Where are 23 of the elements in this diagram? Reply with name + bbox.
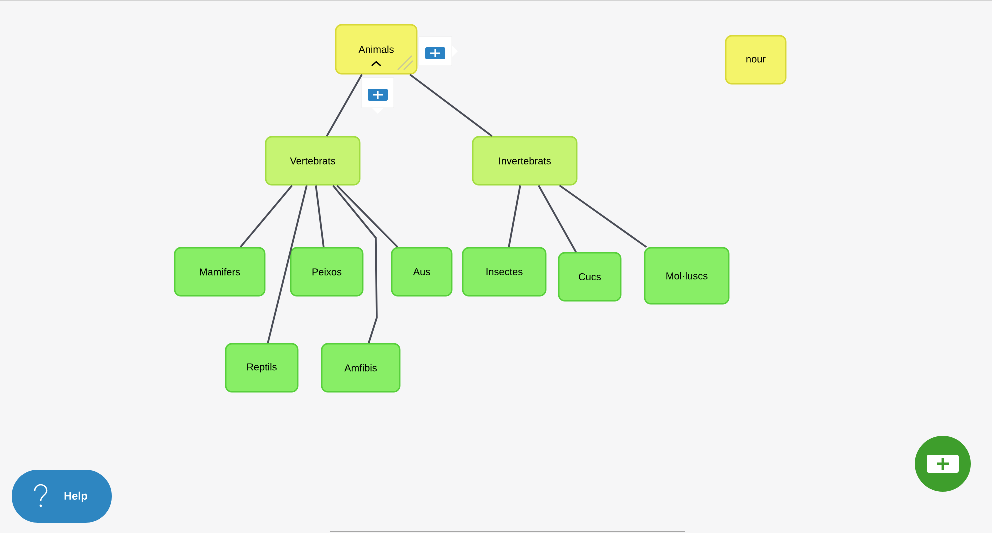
concept-box: Cucs — [558, 252, 622, 302]
connector-line — [538, 185, 577, 253]
topic-box: nour — [725, 35, 787, 85]
connector-line — [508, 186, 522, 248]
help-button: Help — [12, 470, 112, 523]
concept-box: Invertebrats — [472, 136, 578, 186]
connector-line — [240, 185, 293, 248]
concept-box: Mol·luscs — [644, 247, 730, 305]
connector-line — [267, 185, 308, 344]
connector-line — [315, 186, 325, 248]
concept-box: Reptils — [225, 343, 299, 393]
connector-line — [336, 185, 398, 248]
connector-line — [410, 74, 493, 138]
concept-box: Amfibis — [321, 343, 401, 393]
concept-box: Aus — [391, 247, 453, 297]
connector-line — [326, 74, 363, 137]
concept-box: Mamifers — [174, 247, 266, 297]
topic-box: Animals — [335, 24, 418, 75]
concept-box: Insectes — [462, 247, 547, 297]
concept-box: Peixos — [290, 247, 364, 297]
connector-line — [332, 185, 378, 344]
connector-line — [559, 184, 648, 248]
concept-box: Vertebrats — [265, 136, 361, 186]
